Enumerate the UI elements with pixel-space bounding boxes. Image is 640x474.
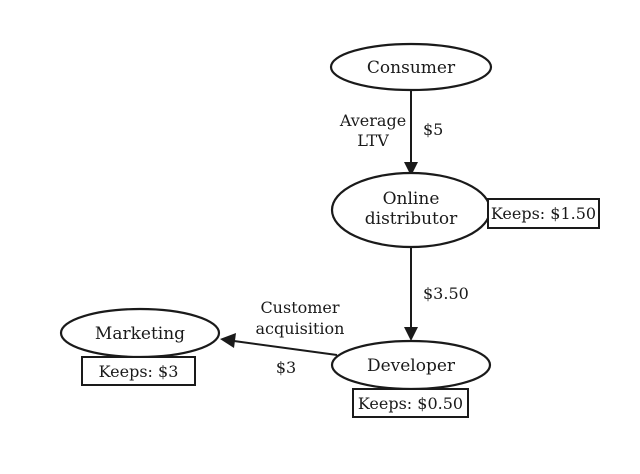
- keeps-box-online-distributor: Keeps: $1.50: [487, 198, 600, 229]
- node-label: Marketing: [95, 324, 185, 344]
- edge-line: [233, 340, 338, 356]
- edge-label-line1: Customer: [260, 298, 339, 317]
- edge-amount-consumer-to-distributor: $5: [423, 120, 443, 139]
- arrow-head: [404, 162, 418, 176]
- arrow-head: [404, 327, 418, 341]
- edge-label-average-ltv: Average LTV: [339, 111, 406, 150]
- node-label-line1: Online: [383, 189, 440, 209]
- node-online-distributor: Online distributor: [330, 171, 492, 249]
- node-marketing: Marketing: [59, 307, 221, 359]
- edge-label-line1: Average: [339, 111, 406, 130]
- node-label: Developer: [367, 356, 456, 376]
- keeps-box: [487, 198, 600, 229]
- keeps-label: Keeps: $3: [99, 362, 179, 381]
- edge-amount-distributor-to-developer: $3.50: [423, 284, 469, 303]
- keeps-box: [81, 356, 196, 386]
- keeps-label: Keeps: $1.50: [491, 204, 596, 223]
- keeps-box-marketing: Keeps: $3: [81, 356, 196, 386]
- node-consumer: Consumer: [329, 42, 493, 92]
- edge-amount-developer-to-marketing: $3: [276, 358, 296, 377]
- arrow-head: [220, 333, 236, 348]
- node-ellipse: [329, 42, 493, 92]
- node-label-line2: distributor: [365, 209, 458, 229]
- edge-distributor-to-developer: [404, 247, 418, 341]
- keeps-label: Keeps: $0.50: [358, 394, 463, 413]
- edge-developer-to-marketing: [220, 333, 338, 356]
- edge-consumer-to-distributor: [404, 90, 418, 176]
- edge-label-line2: LTV: [357, 131, 389, 150]
- keeps-box: [352, 388, 469, 418]
- keeps-box-developer: Keeps: $0.50: [352, 388, 469, 418]
- edge-label-customer-acquisition: Customer acquisition: [256, 298, 345, 338]
- node-developer: Developer: [330, 339, 492, 391]
- node-label: Consumer: [367, 58, 456, 78]
- edge-label-line2: acquisition: [256, 319, 345, 338]
